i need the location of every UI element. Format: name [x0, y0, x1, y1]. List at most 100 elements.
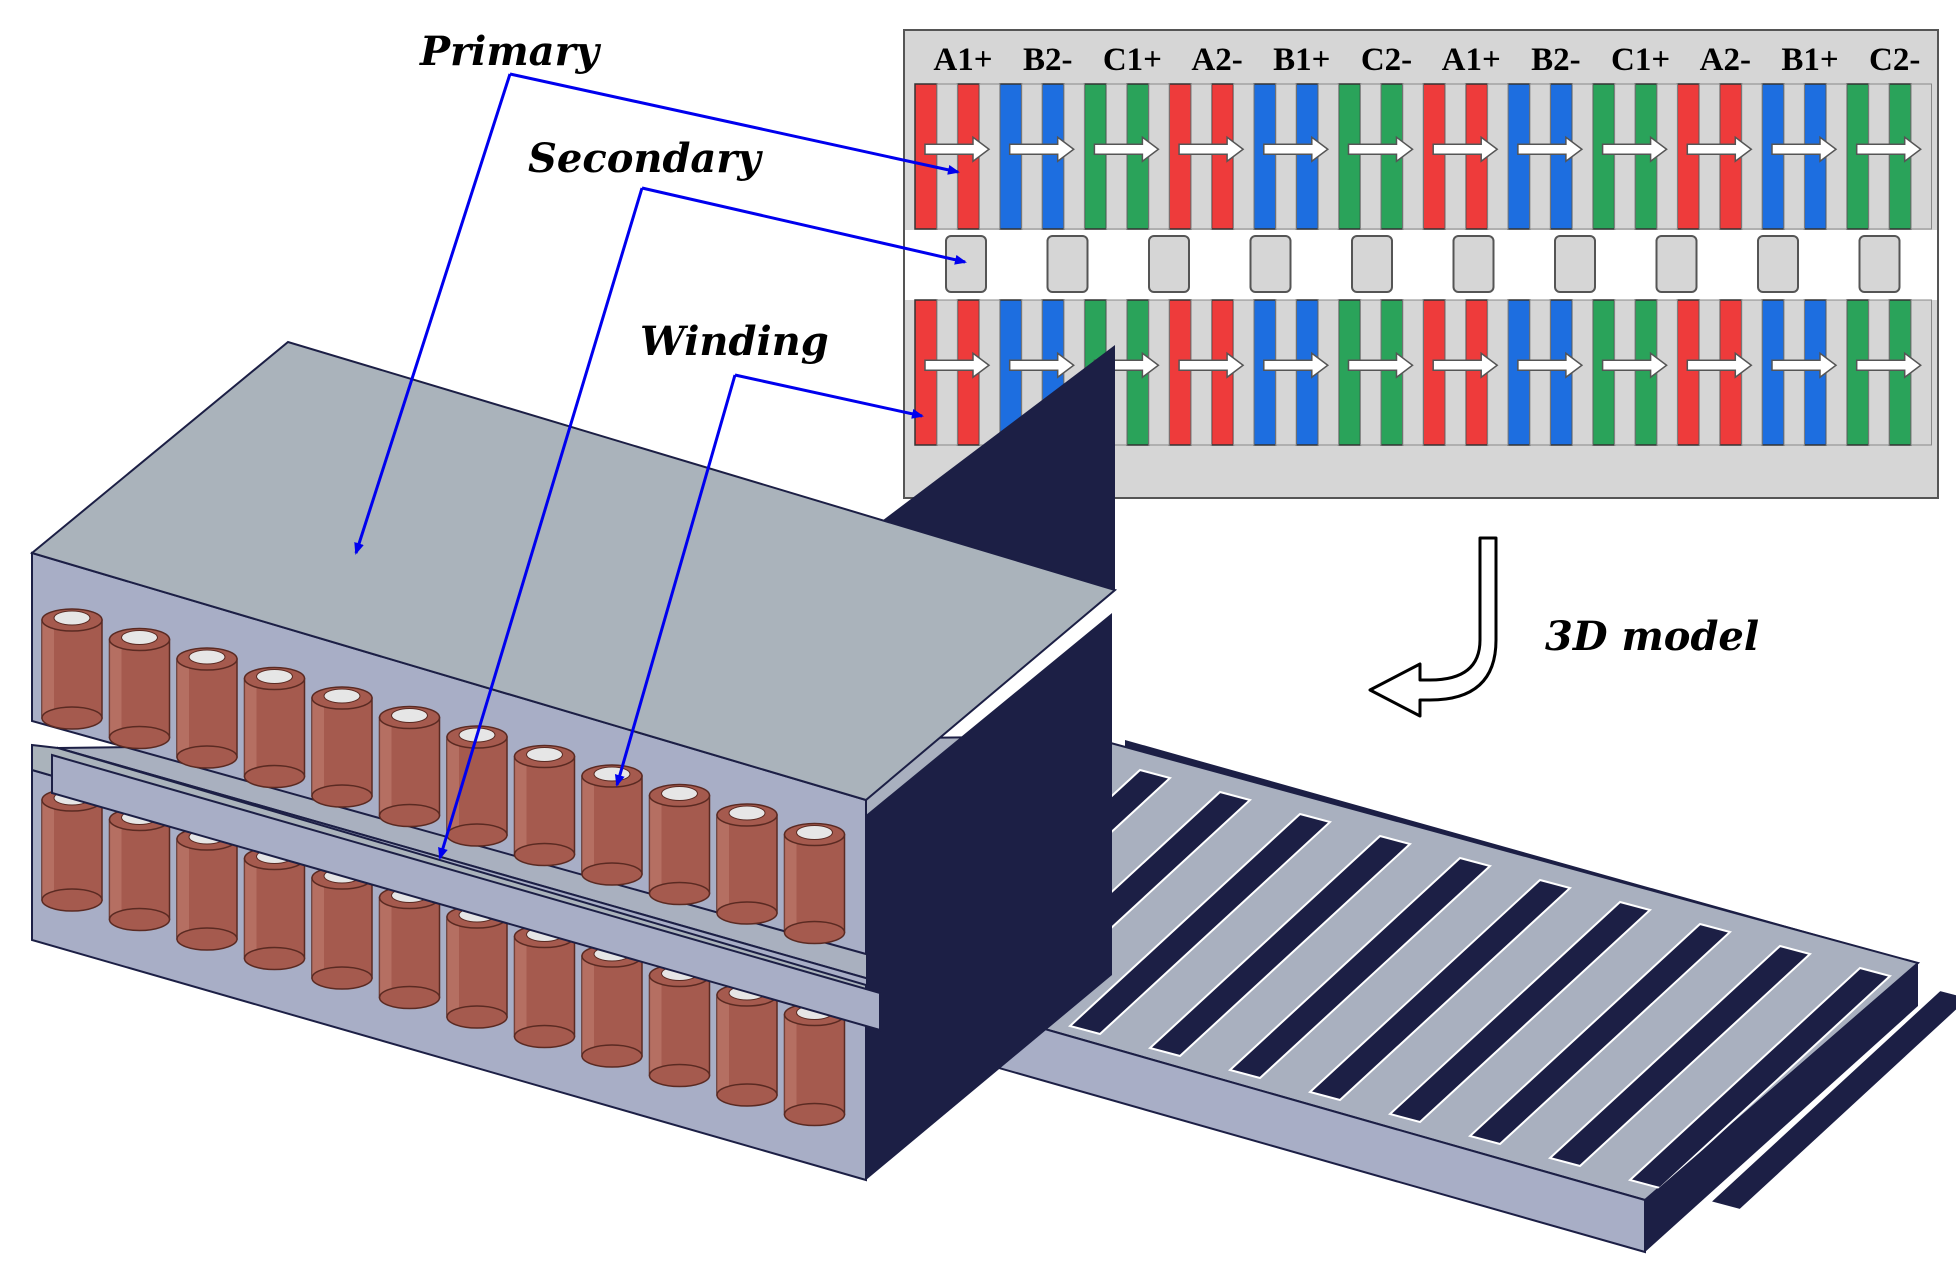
secondary-label: Secondary: [528, 135, 763, 182]
copper-coil: [716, 803, 778, 925]
secondary-slot: [1147, 834, 1413, 1058]
core-tooth: [1233, 299, 1255, 446]
coil-bar: [1422, 299, 1446, 446]
secondary-slot: [1307, 878, 1573, 1102]
winding-arrow-down: [614, 374, 737, 787]
copper-coil: [311, 686, 373, 808]
coil-bar: [1253, 299, 1277, 446]
secondary-slot: [1387, 900, 1653, 1124]
secondary-front-strip: [51, 753, 881, 1032]
secondary-block: [1858, 235, 1901, 293]
core-tooth: [1910, 299, 1932, 446]
secondary-block: [1452, 235, 1495, 293]
core-tooth: [1105, 83, 1128, 230]
core-tooth: [1487, 83, 1509, 230]
primary-label: Primary: [419, 28, 602, 75]
magnetization-arrow-icon: [1855, 135, 1922, 163]
copper-coil: [446, 905, 508, 1029]
upper-primary-top: [29, 340, 1118, 802]
magnetization-arrow-icon: [1686, 351, 1753, 379]
coil-bar: [914, 83, 938, 230]
model-label: 3D model: [1545, 613, 1759, 660]
magnetization-arrow-icon: [1347, 135, 1414, 163]
phase-label: B2-: [1023, 42, 1073, 78]
phase-label: C1+: [1611, 42, 1670, 78]
secondary-block: [1757, 235, 1799, 293]
copper-coil: [783, 1002, 846, 1127]
magnetization-arrow-icon: [1263, 351, 1330, 379]
curved-arrow-icon: [1368, 536, 1498, 718]
phase-label: B1+: [1273, 42, 1330, 78]
core-tooth: [1063, 83, 1085, 230]
core-tooth: [1317, 83, 1340, 230]
coil-bar: [1507, 83, 1531, 230]
secondary-slot: [1547, 944, 1813, 1168]
secondary-arrow-down: [438, 187, 644, 860]
secondary-blocks: [945, 235, 1901, 293]
core-tooth: [1741, 83, 1763, 230]
core-tooth: [978, 299, 1001, 446]
secondary-slot: [1067, 812, 1333, 1036]
phase-label: C2-: [1869, 42, 1920, 78]
coil-bar: [1168, 83, 1192, 230]
primary-arrow-down: [354, 73, 512, 555]
magnetization-arrow-icon: [1008, 135, 1075, 163]
copper-coil: [581, 764, 643, 886]
core-tooth: [936, 299, 958, 446]
core-tooth: [1317, 299, 1340, 446]
magnetization-arrow-icon: [1771, 135, 1838, 163]
copper-coil: [108, 627, 171, 750]
core-tooth: [1868, 83, 1890, 230]
coil-bar: [1337, 299, 1362, 446]
core-tooth: [1529, 299, 1551, 446]
winding-label: Winding: [640, 318, 829, 365]
core-tooth: [1698, 299, 1721, 446]
magnetization-arrow-icon: [1517, 351, 1584, 379]
coil-bar: [1083, 83, 1108, 230]
coil-bar: [1591, 299, 1616, 446]
magnetization-arrow-icon: [1771, 351, 1838, 379]
secondary-slot: [1227, 856, 1493, 1080]
core-tooth: [1360, 83, 1382, 230]
core-tooth: [1148, 299, 1170, 446]
magnetization-arrow-icon: [924, 351, 991, 379]
cross-section-panel: A1+B2-C1+A2-B1+C2-A1+B2-C1+A2-B1+C2-: [903, 29, 1939, 499]
coil-bar: [1676, 83, 1701, 230]
copper-coil: [378, 705, 441, 828]
magnetization-arrow-icon: [1432, 351, 1499, 379]
upper-primary-section: [914, 83, 1932, 230]
core-tooth: [1444, 83, 1467, 230]
secondary-arrow-right: [641, 186, 967, 265]
phase-label-row: A1+B2-C1+A2-B1+C2-A1+B2-C1+A2-B1+C2-: [933, 42, 1920, 78]
copper-coil: [783, 822, 846, 945]
core-tooth: [1783, 83, 1805, 230]
core-tooth: [1275, 299, 1297, 446]
magnetization-arrow-icon: [1178, 351, 1245, 379]
core-tooth: [1698, 83, 1721, 230]
coil-bar: [1845, 83, 1870, 230]
magnetization-arrow-icon: [1093, 135, 1160, 163]
magnetization-arrow-icon: [1517, 135, 1584, 163]
core-tooth: [1783, 299, 1805, 446]
coil-bar: [1168, 299, 1192, 446]
copper-coil: [41, 608, 103, 730]
core-tooth: [1825, 83, 1848, 230]
core-tooth: [1148, 83, 1170, 230]
secondary-end-face: [1645, 963, 1918, 1252]
copper-coil: [513, 924, 576, 1049]
secondary-block: [1655, 235, 1698, 293]
copper-coil: [648, 783, 711, 906]
secondary-slot: [1707, 988, 1956, 1212]
core-tooth: [1487, 299, 1509, 446]
magnetization-arrow-icon: [924, 135, 991, 163]
core-tooth: [1402, 299, 1424, 446]
core-tooth: [1910, 83, 1932, 230]
core-tooth: [1571, 83, 1594, 230]
copper-coil: [581, 944, 643, 1068]
secondary-slot: [1467, 922, 1733, 1146]
primary-arrow-right: [509, 72, 960, 175]
phase-label: B1+: [1781, 42, 1838, 78]
coil-bar: [1845, 299, 1870, 446]
coil-bar: [1253, 83, 1277, 230]
